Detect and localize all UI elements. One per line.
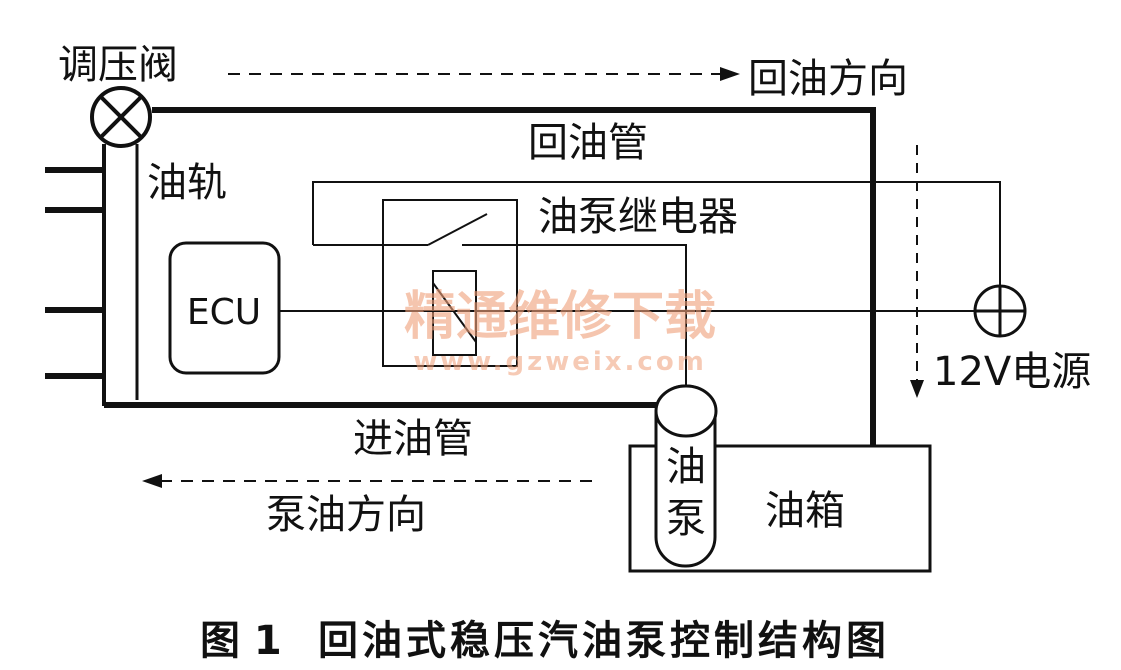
relay-switch-icon — [313, 213, 687, 389]
power-supply-label: 12V电源 — [933, 349, 1091, 395]
power-wire — [312, 181, 1001, 286]
ecu-label: ECU — [187, 292, 261, 333]
watermark-url: www.gzweix.com — [413, 347, 707, 377]
relay-coil-icon — [432, 270, 477, 356]
pump-label-1: 油 — [666, 444, 706, 490]
pump-direction-arrow — [142, 474, 600, 488]
pump-label-2: 泵 — [666, 496, 706, 542]
caption-number: 图 1 — [200, 618, 282, 664]
ecu-box: ECU — [168, 241, 281, 375]
return-pipe-label: 回油管 — [528, 120, 648, 166]
fuel-pump: 油 泵 — [654, 384, 718, 568]
caption-title: 回油式稳压汽油泵控制结构图 — [318, 618, 890, 664]
return-direction-arrow — [228, 67, 740, 81]
regulator-valve-icon — [90, 86, 152, 148]
return-direction-label: 回油方向 — [748, 56, 908, 102]
ground-arrow — [910, 145, 924, 398]
inlet-pipe-label: 进油管 — [353, 416, 473, 462]
watermark-text: 精通维修下载 — [404, 287, 716, 347]
power-supply-icon — [973, 284, 1027, 338]
return-pipe — [152, 107, 876, 446]
fuel-rail-label: 油轨 — [147, 160, 227, 206]
regulator-valve-label: 调压阀 — [58, 42, 178, 88]
pump-relay-label: 油泵继电器 — [538, 194, 738, 240]
pump-direction-label: 泵油方向 — [266, 492, 426, 538]
injector-stubs — [45, 167, 104, 379]
pump-relay-box — [382, 199, 518, 367]
fuel-rail — [102, 144, 139, 406]
tank-label: 油箱 — [765, 488, 845, 534]
